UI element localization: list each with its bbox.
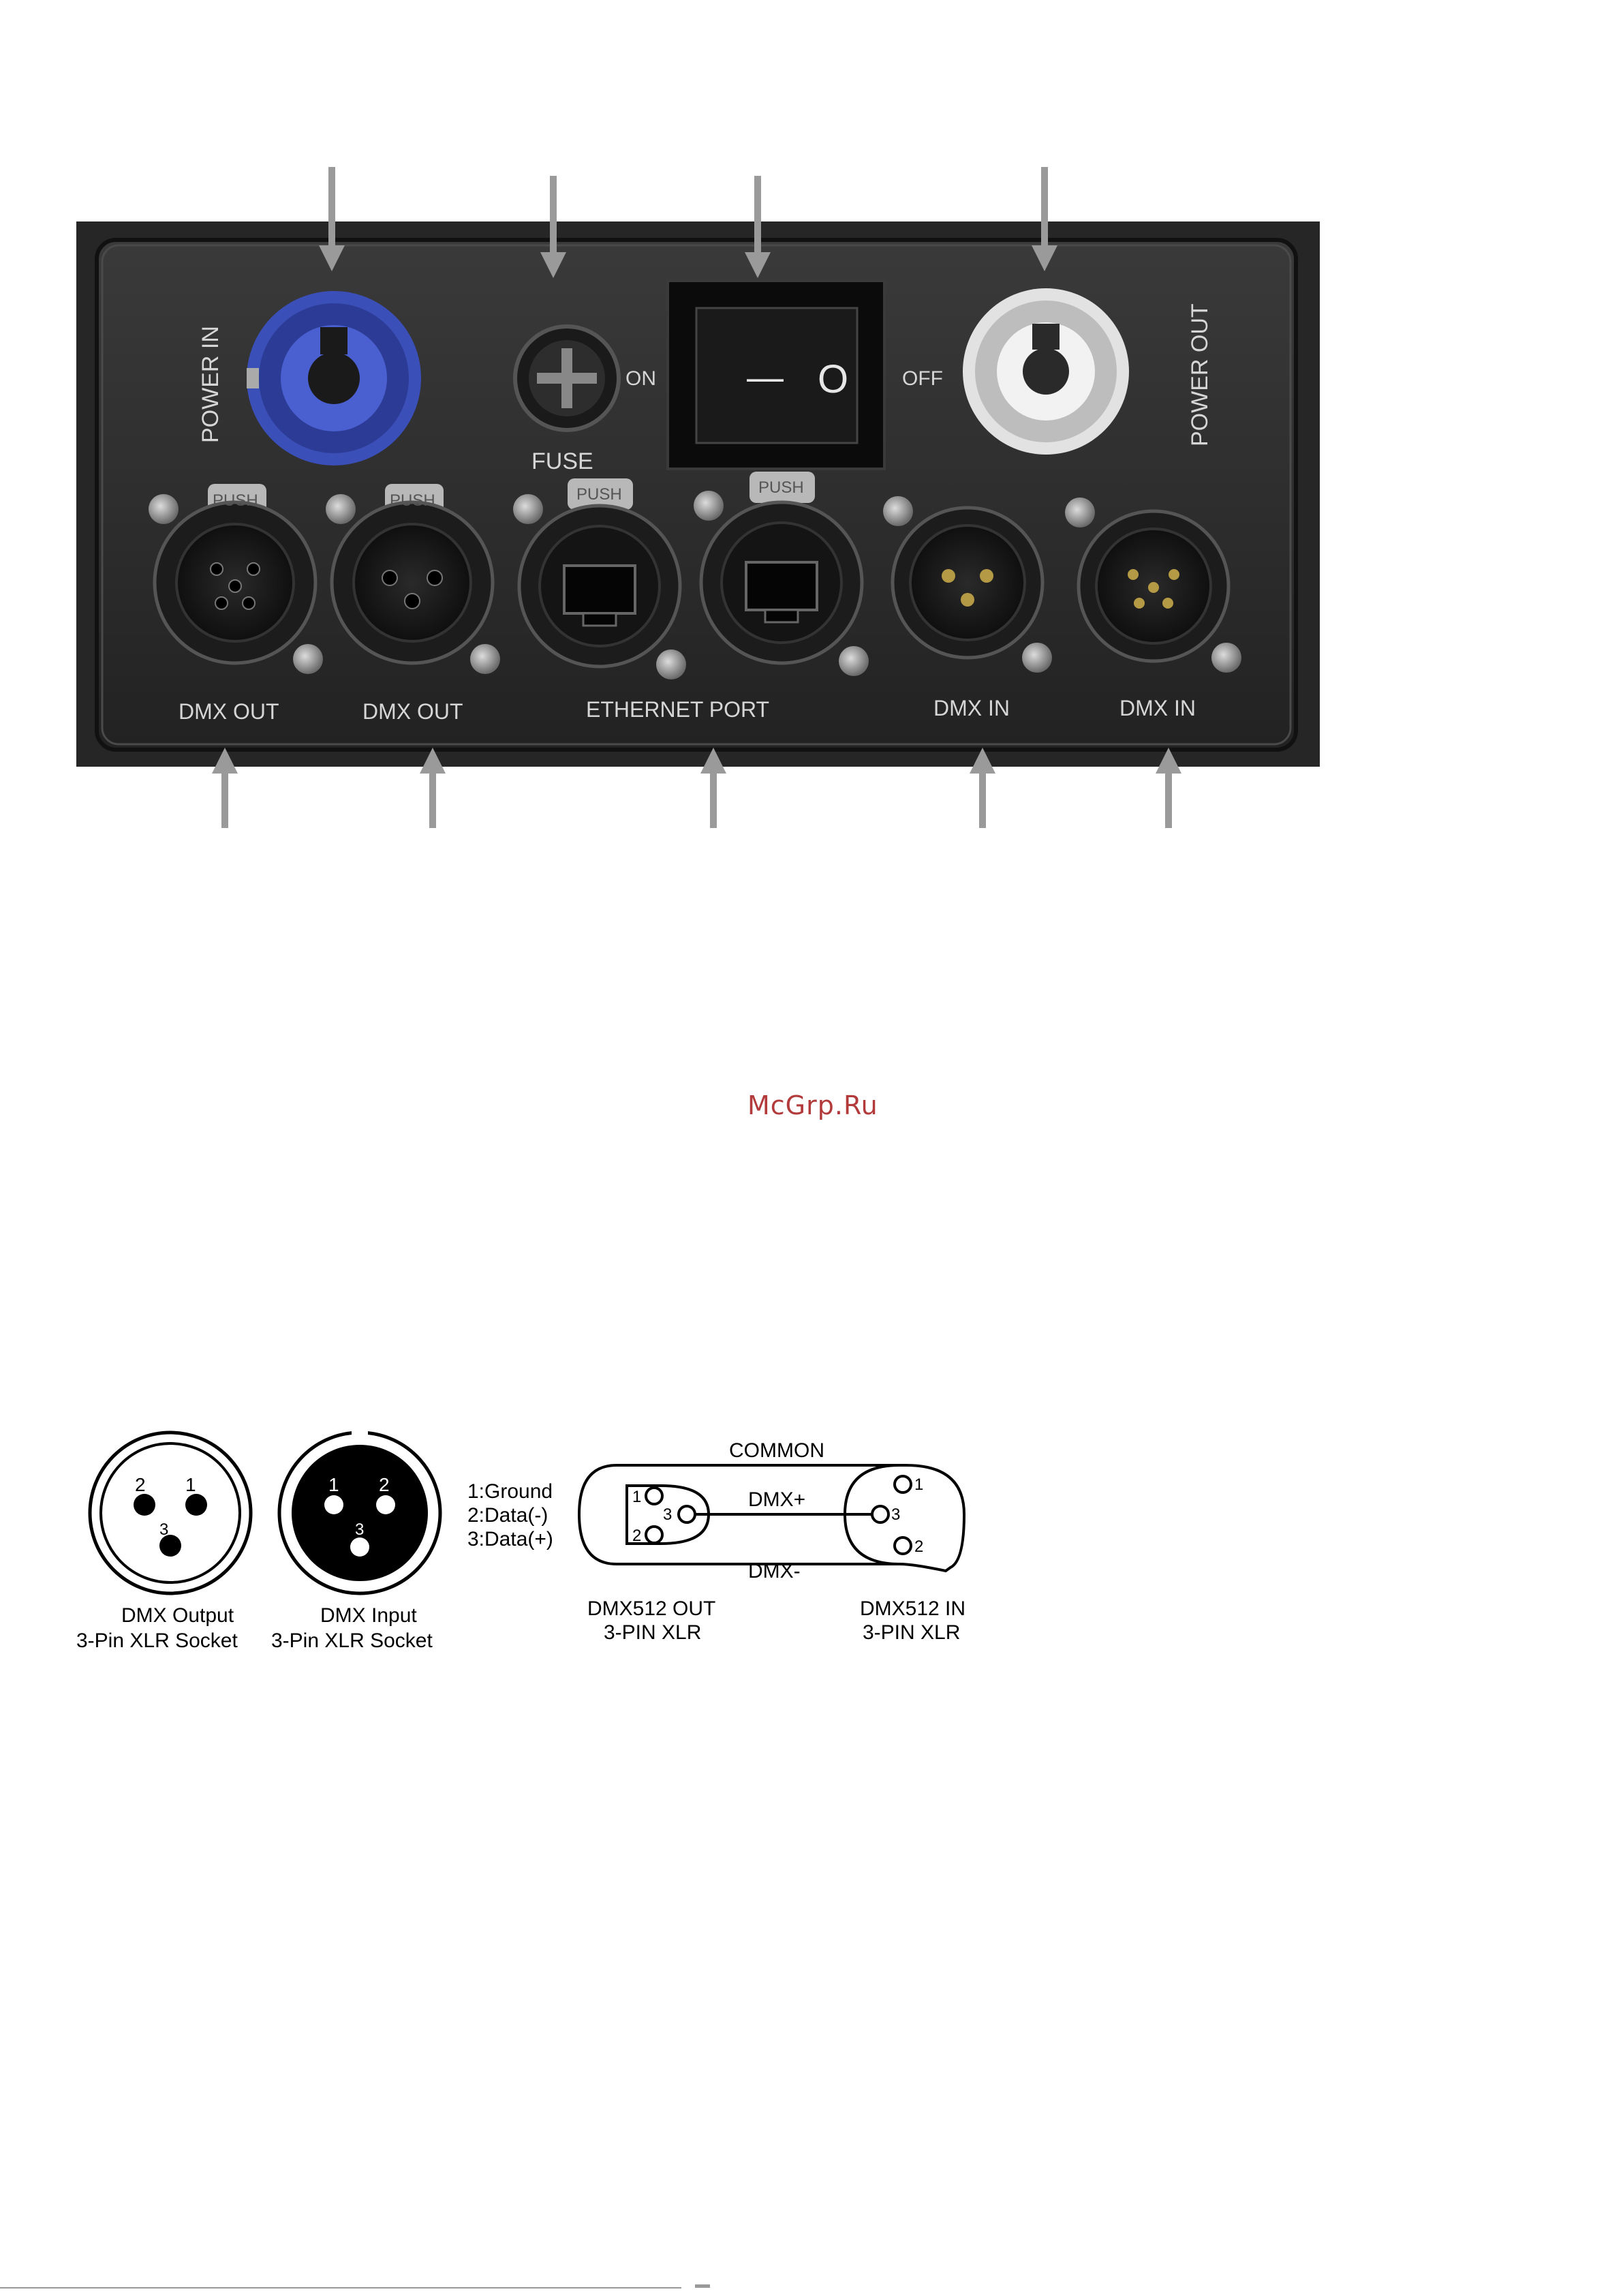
- dmx512-out-title-2: 3-PIN XLR: [604, 1621, 701, 1644]
- push-label-1: PUSH: [213, 491, 258, 510]
- switch-off-symbol: O: [818, 357, 848, 401]
- dmx512-in-title-1: DMX512 IN: [860, 1597, 965, 1620]
- power-in-label: POWER IN: [198, 326, 223, 443]
- dmx-output-title-2: 3-Pin XLR Socket: [76, 1629, 238, 1652]
- footer-mark: [695, 2284, 710, 2288]
- ethernet-port-label: ETHERNET PORT: [586, 697, 769, 722]
- push-label-3: PUSH: [576, 485, 622, 504]
- footer-rule: [0, 2287, 681, 2289]
- in-pin-3: 3: [891, 1505, 900, 1524]
- out-pin-3: 3: [663, 1505, 672, 1524]
- dmx512-in-title-2: 3-PIN XLR: [863, 1621, 960, 1644]
- power-in-connector[interactable]: [247, 291, 421, 465]
- wiring-lines: [661, 1465, 899, 1564]
- dmx-input-pin-3: 3: [355, 1520, 364, 1539]
- dmx-input-socket: [279, 1430, 440, 1593]
- dmx-input-title-1: DMX Input: [320, 1604, 417, 1627]
- dmx-output-title-1: DMX Output: [121, 1604, 234, 1627]
- xlr-wiring-diagram: 2 1 3 DMX Output 3-Pin XLR Socket 1 2 3 …: [0, 1411, 1623, 1683]
- power-out-connector[interactable]: [963, 288, 1129, 455]
- dmx-in-2-label: DMX IN: [1119, 696, 1196, 720]
- switch-on-label: ON: [625, 367, 656, 390]
- dmx-plus-label: DMX+: [748, 1488, 805, 1511]
- out-pin-1: 1: [632, 1488, 641, 1506]
- pin-legend-3: 3:Data(+): [467, 1528, 553, 1550]
- pin-legend-2: 2:Data(-): [467, 1504, 548, 1527]
- dmx-input-pin-1: 1: [328, 1474, 339, 1495]
- fuse-label: FUSE: [531, 448, 593, 474]
- dmx-out-2-label: DMX OUT: [362, 699, 463, 724]
- switch-off-label: OFF: [902, 367, 943, 390]
- dmx-output-pin-3: 3: [159, 1520, 168, 1539]
- push-label-2: PUSH: [390, 491, 435, 510]
- dmx-in-1-label: DMX IN: [933, 696, 1010, 720]
- power-out-label: POWER OUT: [1187, 303, 1213, 446]
- dmx-out-1-label: DMX OUT: [179, 699, 279, 724]
- dmx-input-pin-2: 2: [379, 1474, 390, 1495]
- dmx-output-socket: [90, 1433, 251, 1593]
- dmx-output-pin-2: 2: [135, 1474, 146, 1495]
- fuse-holder[interactable]: [515, 326, 619, 430]
- dmx512-out-plug: [579, 1465, 709, 1564]
- push-label-4: PUSH: [758, 478, 804, 497]
- connector-panel-photo: POWER IN FUSE ON — O OFF POWER OUT: [0, 0, 1623, 838]
- switch-on-symbol: —: [747, 357, 784, 398]
- common-label: COMMON: [729, 1439, 824, 1462]
- dmx-output-pin-1: 1: [185, 1474, 196, 1495]
- watermark: McGrp.Ru: [747, 1090, 878, 1120]
- in-pin-2: 2: [914, 1537, 923, 1556]
- dmx512-out-title-1: DMX512 OUT: [587, 1597, 715, 1620]
- dmx512-in-plug: [845, 1465, 964, 1571]
- dmx-minus-label: DMX-: [748, 1560, 801, 1582]
- dmx-input-title-2: 3-Pin XLR Socket: [271, 1629, 433, 1652]
- pin-legend-1: 1:Ground: [467, 1480, 553, 1503]
- out-pin-2: 2: [632, 1527, 641, 1545]
- in-pin-1: 1: [914, 1475, 923, 1494]
